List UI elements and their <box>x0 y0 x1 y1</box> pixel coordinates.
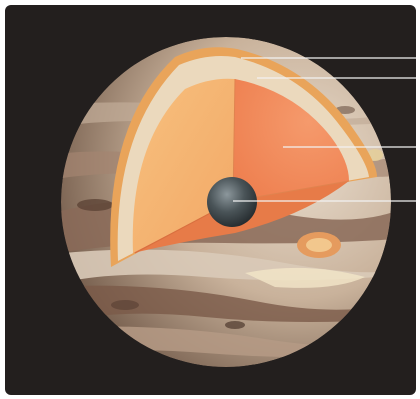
cutaway-wedge <box>110 47 377 268</box>
core <box>207 177 257 227</box>
jupiter-cutaway-diagram <box>5 5 416 395</box>
dark-storm <box>77 199 113 211</box>
great-red-spot-center <box>306 238 332 252</box>
dark-storm <box>111 300 139 310</box>
cloud-band <box>61 285 391 327</box>
dark-storm <box>225 321 245 329</box>
metallic-hydrogen-face-right <box>233 79 349 201</box>
light-storm-streak <box>245 267 365 288</box>
diagram-panel <box>5 5 416 395</box>
pointer-lines <box>233 57 416 202</box>
